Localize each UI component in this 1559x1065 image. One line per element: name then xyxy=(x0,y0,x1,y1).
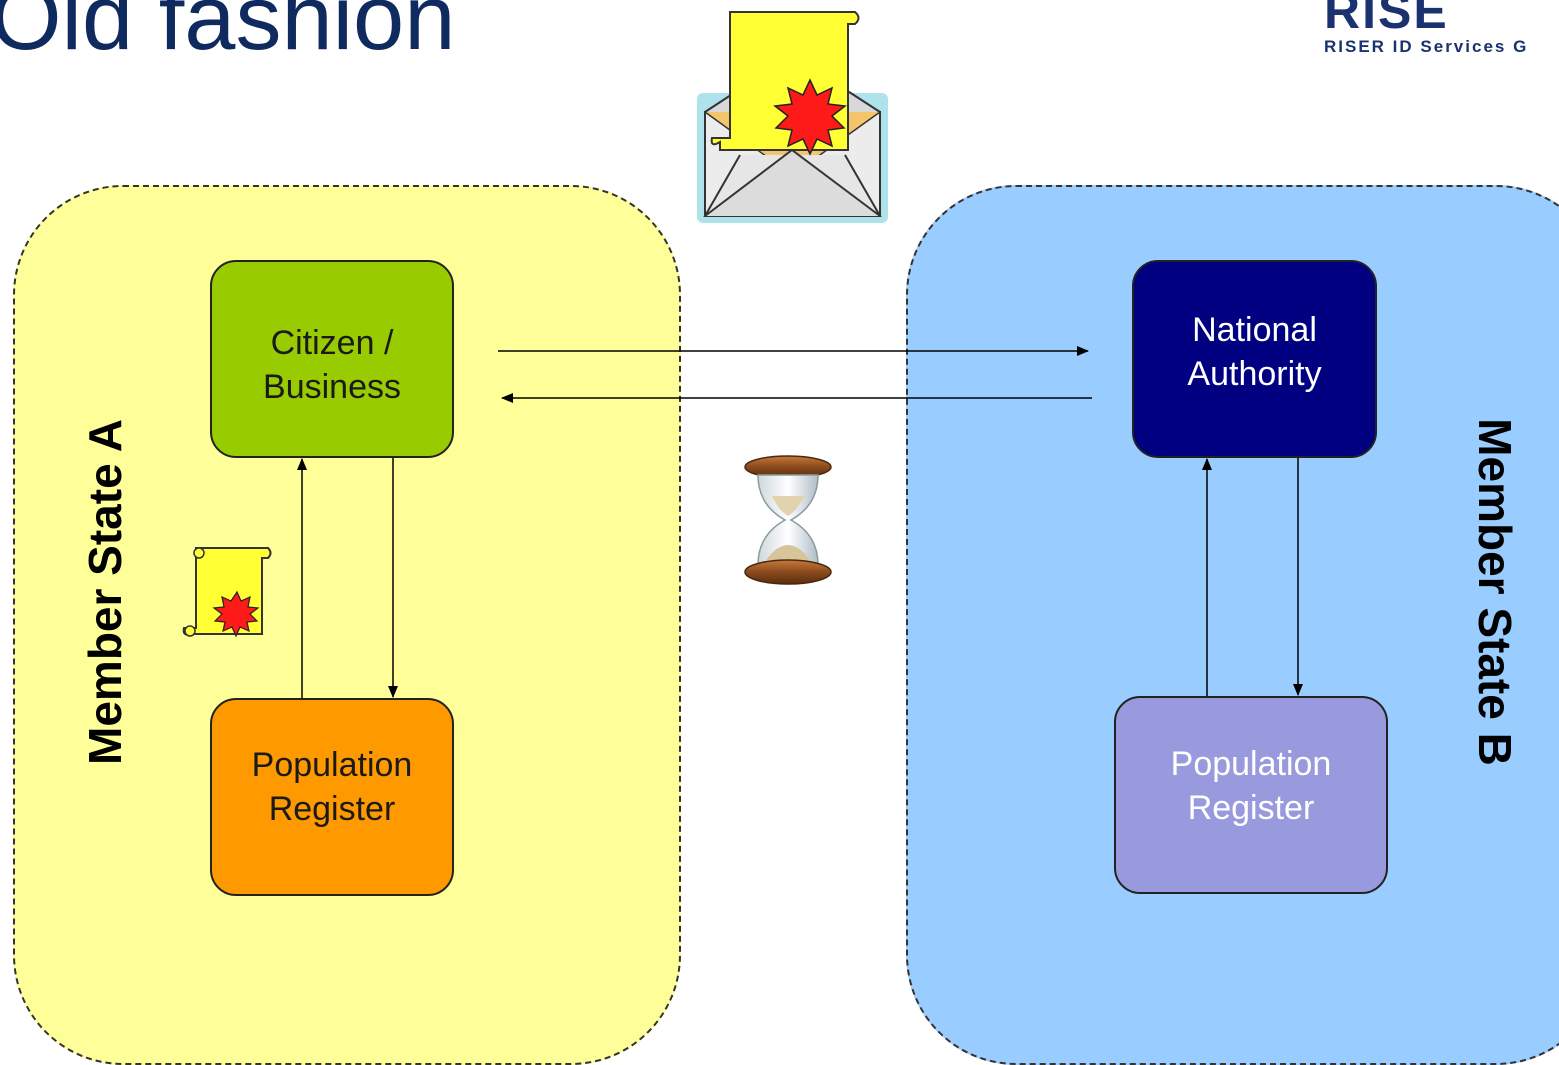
national-label-line1: National xyxy=(1192,311,1317,349)
population-register-a-box: Population Register xyxy=(210,698,454,896)
population-b-label-line1: Population xyxy=(1170,745,1332,783)
population-b-label-line2: Register xyxy=(1187,789,1315,827)
hourglass-icon xyxy=(744,455,832,585)
diagram-overlay xyxy=(182,11,1303,698)
logo-subtitle: RISER ID Services G xyxy=(1324,37,1529,56)
sealed-document-envelope-icon xyxy=(697,11,888,223)
citizen-label-line1: Citizen / xyxy=(270,324,394,362)
population-register-b-box: Population Register xyxy=(1114,696,1388,894)
sealed-certificate-icon xyxy=(182,547,272,638)
logo-mark: RISE xyxy=(1324,0,1449,39)
page-title: Old fashion xyxy=(0,0,456,69)
population-a-label-line2: Register xyxy=(268,790,396,828)
population-a-label-line1: Population xyxy=(251,746,413,784)
national-label-line2: Authority xyxy=(1187,355,1322,393)
national-authority-box: National Authority xyxy=(1132,260,1377,458)
citizen-label-line2: Business xyxy=(263,368,401,406)
citizen-business-box: Citizen / Business xyxy=(210,260,454,458)
